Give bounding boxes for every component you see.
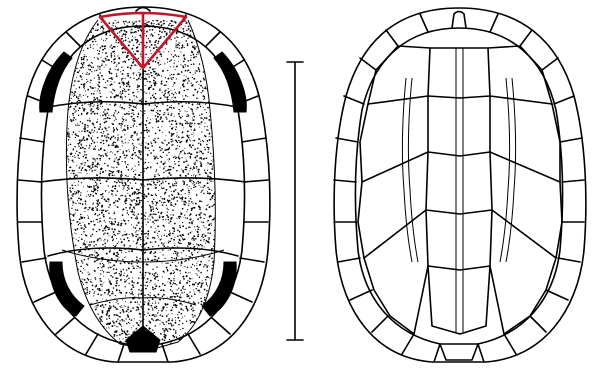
carapace-right-costals — [488, 46, 562, 334]
plastron-view — [17, 7, 270, 362]
plastron-top-tab — [136, 8, 150, 12]
carapace-right-marginals — [478, 14, 584, 362]
gular-scute-highlight — [100, 13, 186, 68]
scale-bar — [287, 62, 303, 340]
carapace-view — [334, 8, 586, 362]
carapace-supracaudal-scute — [440, 344, 478, 360]
carapace-inner-outline — [355, 28, 562, 344]
carapace-outer-outline — [334, 8, 586, 362]
carapace-nuchal-scute — [452, 12, 466, 29]
carapace-vertebral-scutes — [426, 48, 492, 334]
